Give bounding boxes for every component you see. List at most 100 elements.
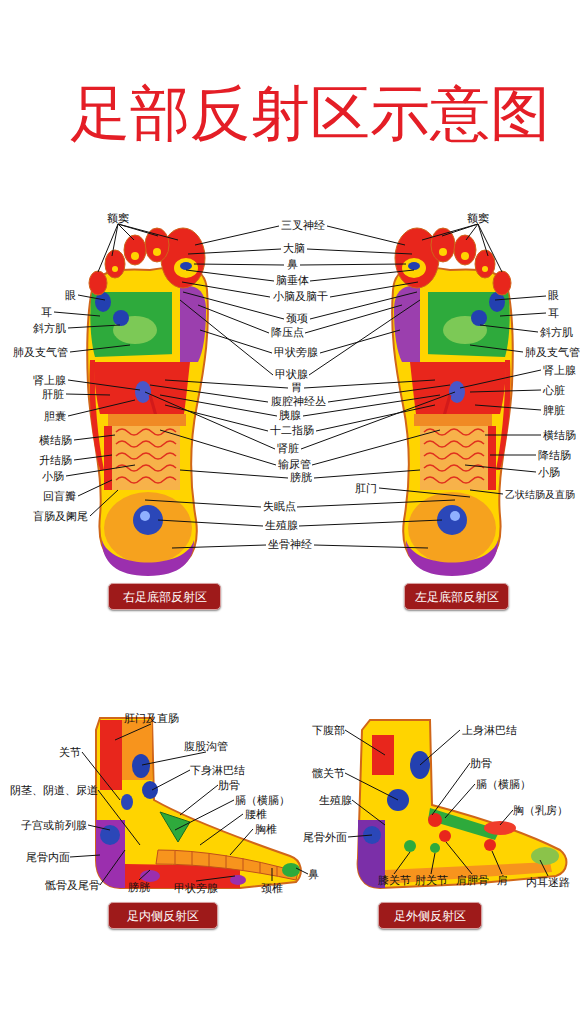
part-label: 耳 bbox=[41, 306, 52, 319]
groin-zone bbox=[122, 720, 152, 780]
groin-spot bbox=[132, 754, 150, 778]
part-label: 小肠 bbox=[538, 466, 560, 479]
part-label: 坐骨神经 bbox=[268, 538, 312, 551]
ear-spot bbox=[113, 310, 129, 326]
part-label: 肾上腺 bbox=[543, 364, 576, 377]
part-label: 膈（横膈） bbox=[235, 794, 290, 807]
joint-spot bbox=[121, 794, 133, 810]
foot-outline bbox=[96, 718, 301, 888]
part-label: 骶骨及尾骨 bbox=[45, 879, 100, 892]
rib-spot bbox=[428, 813, 442, 827]
part-label: 腹股沟管 bbox=[184, 740, 228, 753]
part-label: 三叉神经 bbox=[281, 219, 325, 232]
shoulder-spot bbox=[484, 839, 496, 851]
part-label: 心脏 bbox=[543, 384, 565, 397]
part-label: 下身淋巴结 bbox=[190, 764, 245, 777]
colon-band bbox=[108, 414, 186, 426]
part-label: 生殖腺 bbox=[319, 794, 352, 807]
part-label: 肩 bbox=[497, 874, 508, 887]
leader-lines bbox=[70, 724, 548, 885]
part-label: 回盲瓣 bbox=[43, 490, 76, 503]
heel-rim bbox=[102, 540, 194, 576]
part-label: 尾骨内面 bbox=[26, 851, 70, 864]
part-label: 甲状旁腺 bbox=[274, 346, 318, 359]
caption-box: 右足底部反射区 bbox=[108, 583, 221, 610]
part-label: 膝关节 bbox=[378, 874, 411, 887]
part-label: 阴茎、阴道、尿道 bbox=[10, 784, 98, 797]
leader-lines bbox=[54, 224, 546, 516]
part-label: 生殖腺 bbox=[265, 519, 298, 532]
toe-zone bbox=[282, 863, 300, 877]
part-label: 大脑 bbox=[283, 242, 305, 255]
part-label: 眼 bbox=[548, 289, 559, 302]
part-label: 肾上腺 bbox=[33, 374, 66, 387]
rib-zone bbox=[160, 812, 190, 842]
part-label: 降压点 bbox=[271, 326, 304, 339]
elbow-spot bbox=[430, 843, 440, 853]
toe-zone bbox=[531, 847, 559, 865]
diagram-title: 足部反射区示意图 bbox=[70, 80, 550, 146]
toe bbox=[105, 250, 125, 278]
part-label: 髋关节 bbox=[312, 767, 345, 780]
part-label: 斜方肌 bbox=[33, 322, 66, 335]
inner-foot bbox=[96, 718, 301, 888]
toe bbox=[124, 235, 146, 265]
part-label: 横结肠 bbox=[543, 429, 576, 442]
leader-lines bbox=[145, 226, 455, 548]
part-label: 胆囊 bbox=[44, 410, 66, 423]
big-toe-zone bbox=[174, 258, 198, 278]
part-label: 降结肠 bbox=[538, 449, 571, 462]
part-label: 内耳迷路 bbox=[526, 876, 570, 889]
toe-spot bbox=[112, 266, 118, 272]
part-label: 斜方肌 bbox=[540, 326, 573, 339]
part-label: 肋骨 bbox=[218, 779, 240, 792]
part-label: 颈椎 bbox=[261, 882, 283, 895]
part-label: 肾脏 bbox=[277, 442, 299, 455]
intestine-coils bbox=[116, 429, 176, 483]
heel-zone bbox=[104, 492, 192, 564]
knee-spot bbox=[404, 840, 416, 852]
part-label: 脾脏 bbox=[543, 404, 565, 417]
part-label: 额窦 bbox=[107, 212, 129, 225]
spine-strip bbox=[156, 850, 298, 880]
vertebrae bbox=[175, 851, 277, 876]
part-label: 输尿管 bbox=[278, 458, 311, 471]
part-label: 肘关节 bbox=[415, 874, 448, 887]
toe-spot bbox=[131, 252, 139, 260]
part-label: 下腹部 bbox=[312, 724, 345, 737]
abdomen-zone bbox=[372, 735, 394, 775]
pituitary-spot bbox=[180, 262, 192, 270]
part-label: 胰腺 bbox=[279, 409, 301, 422]
part-label: 腹腔神经丛 bbox=[271, 395, 326, 408]
part-label: 十二指肠 bbox=[270, 424, 314, 437]
caption-box: 左足底部反射区 bbox=[404, 583, 509, 610]
part-label: 耳 bbox=[548, 307, 559, 320]
caption-box: 足内侧反射区 bbox=[108, 902, 218, 929]
gonad-highlight bbox=[140, 511, 150, 521]
part-label: 鼻 bbox=[308, 868, 319, 881]
part-label: 膀胱 bbox=[128, 881, 150, 894]
part-label: 关节 bbox=[59, 746, 81, 759]
caption-text: 右足底部反射区 bbox=[123, 590, 207, 604]
toe bbox=[89, 271, 107, 295]
part-label: 额窦 bbox=[467, 212, 489, 225]
heel-zone bbox=[96, 820, 125, 888]
part-label: 小脑及脑干 bbox=[273, 290, 328, 303]
caption-text: 左足底部反射区 bbox=[415, 590, 499, 604]
part-label: 鼻 bbox=[287, 258, 298, 271]
part-label: 肛门及直肠 bbox=[124, 712, 179, 725]
part-label: 乙状结肠及直肠 bbox=[505, 488, 575, 501]
lymph-spot bbox=[142, 781, 158, 799]
part-label: 肺及支气管 bbox=[13, 346, 68, 359]
part-label: 肝脏 bbox=[42, 388, 64, 401]
part-label: 上身淋巴结 bbox=[462, 724, 517, 737]
outer-rim bbox=[89, 360, 104, 470]
caption-box: 足外侧反射区 bbox=[378, 902, 482, 929]
part-label: 升结肠 bbox=[39, 454, 72, 467]
part-label: 甲状旁腺 bbox=[174, 882, 218, 895]
part-label: 腰椎 bbox=[245, 808, 267, 821]
sole-outline bbox=[87, 267, 208, 574]
caption-text: 足内侧反射区 bbox=[127, 909, 199, 923]
